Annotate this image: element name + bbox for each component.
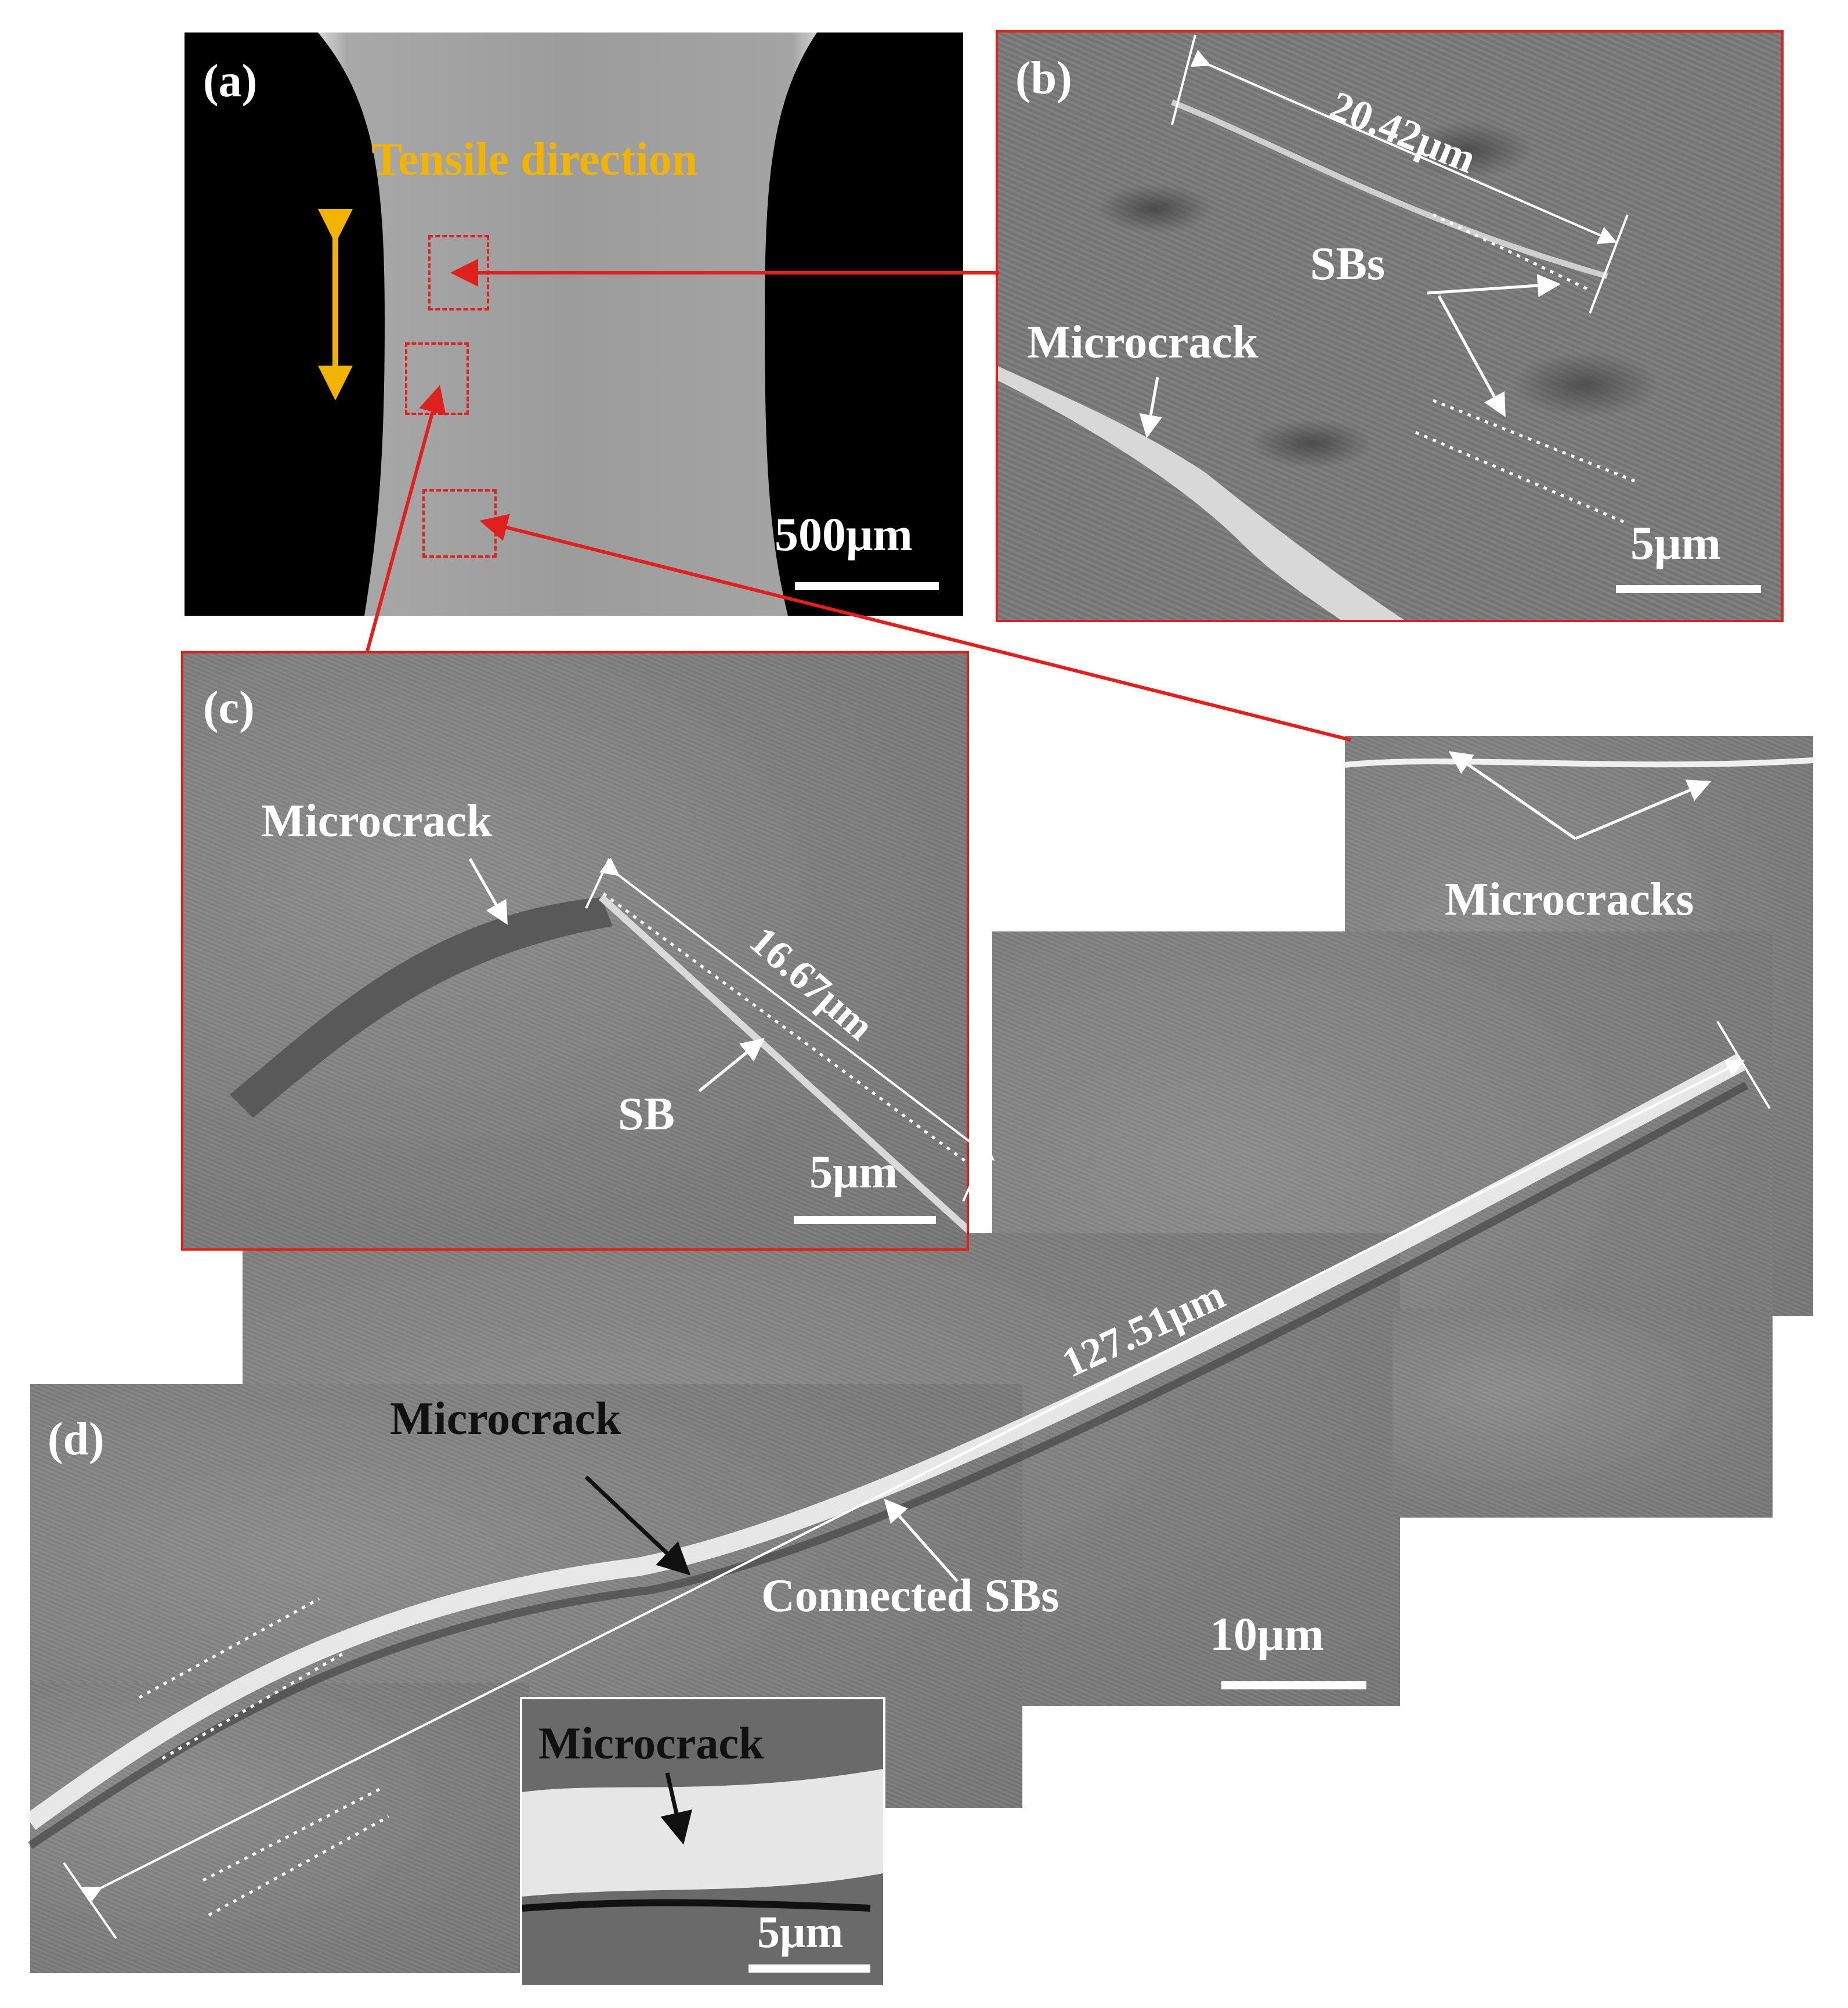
panel-d-microcracks-label: Microcracks <box>1445 874 1694 925</box>
panel-d-measure-line <box>82 1060 1745 1904</box>
panel-b-microcrack-label: Microcrack <box>1027 317 1258 368</box>
tensile-direction-label: Tensile direction <box>371 134 698 185</box>
panel-b-measure-line <box>1190 49 1618 244</box>
panel-a-label: (a) <box>203 56 258 107</box>
panel-a-scale-bar <box>795 582 939 590</box>
connector-arrow-d <box>479 514 1351 742</box>
connector-arrow-c <box>365 385 446 654</box>
panel-b-scale-label: 5μm <box>1630 517 1721 569</box>
panel-b-scale-bar <box>1616 585 1761 593</box>
panel-b-label: (b) <box>1015 53 1072 104</box>
panel-b-sbs-label: SBs <box>1310 239 1385 290</box>
panel-a-micrograph <box>185 32 963 616</box>
panel-a-scale-label: 500μm <box>775 508 913 561</box>
inset-scale-bar <box>748 1964 870 1973</box>
specimen-silhouette <box>318 32 817 616</box>
panel-c-label: (c) <box>203 682 255 734</box>
inset-scale-label: 5μm <box>757 1906 844 1957</box>
panel-c-microcrack-label: Microcrack <box>261 796 493 847</box>
panel-b-micrograph <box>996 30 1784 622</box>
panel-c-measure-line <box>599 857 995 1161</box>
